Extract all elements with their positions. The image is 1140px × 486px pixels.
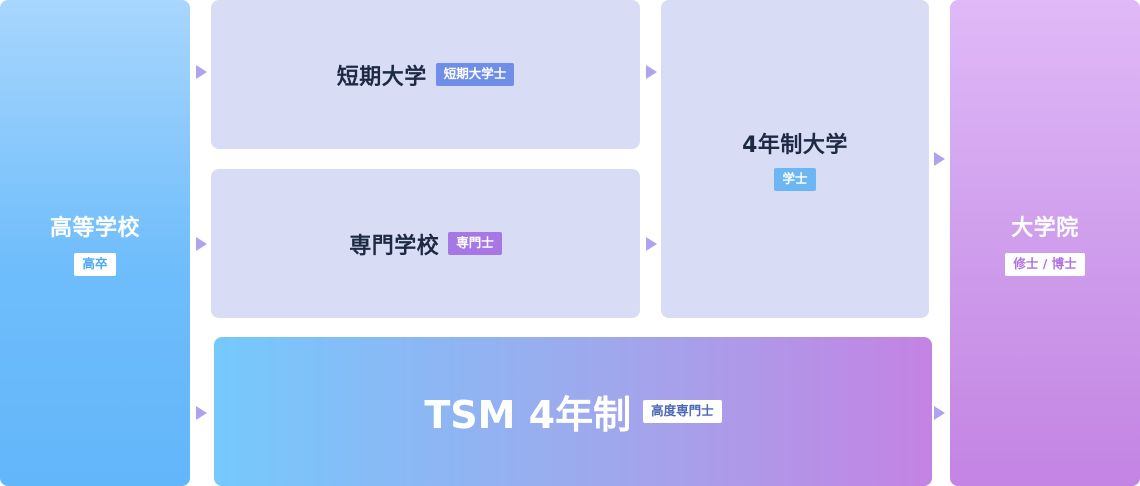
vocational-school-badge: 専門士 [448, 232, 502, 255]
arrow-vs-to-university [646, 237, 657, 251]
junior-college-badge: 短期大学士 [435, 63, 515, 86]
junior-college-box: 短期大学 短期大学士 [211, 0, 640, 149]
high-school-badge: 高卒 [74, 253, 116, 276]
tsm-badge: 高度専門士 [643, 400, 722, 423]
arrow-tsm-to-graduate [934, 406, 945, 420]
vocational-school-title: 専門学校 [349, 233, 440, 259]
arrow-to-junior-college [196, 65, 207, 79]
tsm-title: TSM 4年制 [424, 393, 632, 437]
arrow-to-tsm [196, 406, 207, 420]
high-school-title: 高等学校 [49, 216, 140, 242]
university-title: 4年制大学 [742, 133, 848, 159]
arrow-university-to-graduate [934, 152, 945, 166]
junior-college-title: 短期大学 [336, 64, 427, 90]
vocational-school-box: 専門学校 専門士 [211, 169, 640, 318]
graduate-school-title: 大学院 [1011, 216, 1079, 242]
graduate-school-badge: 修士 / 博士 [1005, 253, 1085, 276]
high-school-box: 高等学校 高卒 [0, 0, 190, 486]
tsm-box: TSM 4年制 高度専門士 [214, 337, 932, 486]
arrow-jc-to-university [646, 65, 657, 79]
university-box: 4年制大学 学士 [661, 0, 929, 318]
arrow-to-vocational-school [196, 237, 207, 251]
graduate-school-box: 大学院 修士 / 博士 [950, 0, 1140, 486]
university-badge: 学士 [774, 168, 816, 191]
